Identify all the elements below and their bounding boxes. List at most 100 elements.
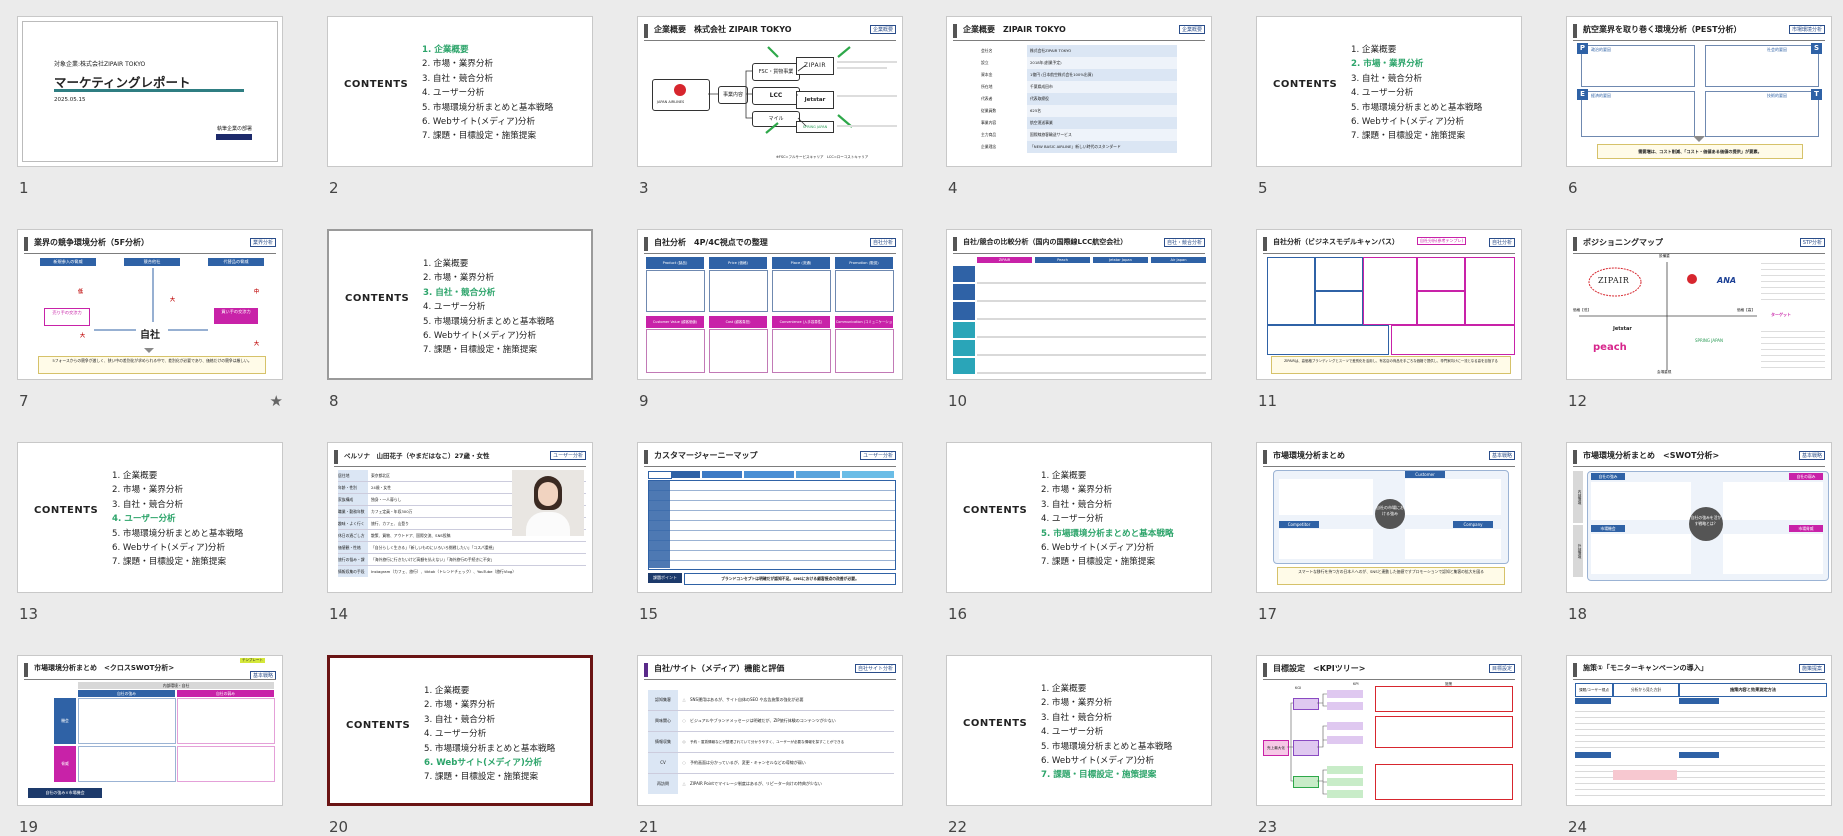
slide-number: 10 xyxy=(948,392,968,410)
slide-8[interactable]: CONTENTS 1. 企業概要 2. 市場・業界分析 3. 自社・競合分析 4… xyxy=(327,229,593,380)
slide-thumbnail-19[interactable]: 市場環境分析まとめ <クロスSWOT分析>基本戦略 テンプレート 内部環境・自社… xyxy=(17,655,283,836)
slide-number: 9 xyxy=(639,392,649,410)
toc-item: 4. ユーザー分析 xyxy=(1041,514,1104,525)
slide-thumbnail-10[interactable]: 自社/競合の比較分析（国内の国際線LCC航空会社）自社・競合分析 ZIPAIR … xyxy=(946,229,1212,410)
slide-header: 市場環境分析まとめ <クロスSWOT分析>基本戦略 xyxy=(24,663,276,680)
toc-item: 1. 企業概要 xyxy=(422,45,469,55)
slide-thumbnail-5[interactable]: CONTENTS 1. 企業概要 2. 市場・業界分析 3. 自社・競合分析 4… xyxy=(1256,16,1522,197)
toc-item: 1. 企業概要 xyxy=(423,259,469,269)
4p-product: Product (製品) xyxy=(646,257,704,269)
slide-thumbnail-6[interactable]: 航空業界を取り巻く環境分析（PEST分析）市場環境分析 P S E T 政治的要… xyxy=(1566,16,1832,197)
contents-heading: CONTENTS xyxy=(963,505,1028,516)
slide-number: 11 xyxy=(1258,392,1278,410)
toc-item: 4. ユーザー分析 xyxy=(424,729,487,740)
slide-thumbnail-24[interactable]: 施策①「モニターキャンペーンの導入」施策提案 課題/ユーザー視点 分析から見た方… xyxy=(1566,655,1832,836)
slide-thumbnail-17[interactable]: 市場環境分析まとめ基本戦略 Customer Competitor Compan… xyxy=(1256,442,1522,623)
toc-item: 2. 市場・業界分析 xyxy=(423,273,495,284)
slide-thumbnail-11[interactable]: 自社分析（ビジネスモデルキャンバス）自社分析 自社分析(参考テンプレ) ZIPA… xyxy=(1256,229,1522,410)
spring-box: SPRING JAPAN xyxy=(796,121,834,133)
slide-thumbnail-22[interactable]: CONTENTS 1. 企業概要 2. 市場・業界分析 3. 自社・競合分析 4… xyxy=(946,655,1212,836)
toc-item: 6. Webサイト(メディア)分析 xyxy=(1351,117,1465,128)
star-icon[interactable]: ★ xyxy=(269,392,283,410)
pest-e-head: 経済的要因 xyxy=(1591,93,1611,98)
slide-13[interactable]: CONTENTS 1. 企業概要 2. 市場・業界分析 3. 自社・競合分析 4… xyxy=(17,442,283,593)
slide-5[interactable]: CONTENTS 1. 企業概要 2. 市場・業界分析 3. 自社・競合分析 4… xyxy=(1256,16,1522,167)
slide-6[interactable]: 航空業界を取り巻く環境分析（PEST分析）市場環境分析 P S E T 政治的要… xyxy=(1566,16,1832,167)
slide-16[interactable]: CONTENTS 1. 企業概要 2. 市場・業界分析 3. 自社・競合分析 4… xyxy=(946,442,1212,593)
slide-thumbnail-18[interactable]: 市場環境分析まとめ <SWOT分析>基本戦略 内部環境 外部環境 自社の強み 自… xyxy=(1566,442,1832,623)
slide-1[interactable]: 対象企業:株式会社ZIPAIR TOKYO マーケティングレポート 2025.0… xyxy=(17,16,283,167)
slide-10[interactable]: 自社/競合の比較分析（国内の国際線LCC航空会社）自社・競合分析 ZIPAIR … xyxy=(946,229,1212,380)
site-eval-table: 認知集客△SNS運用はあるが、サイト自体のSEO や広告施策の強化が必要 興味関… xyxy=(648,690,894,794)
cross-threat: 脅威 xyxy=(54,746,76,782)
slide-number: 7 xyxy=(19,392,29,410)
toc-item: 4. ユーザー分析 xyxy=(1041,727,1104,738)
slide-24[interactable]: 施策①「モニターキャンペーンの導入」施策提案 課題/ユーザー視点 分析から見た方… xyxy=(1566,655,1832,806)
slide-thumbnail-20[interactable]: CONTENTS 1. 企業概要 2. 市場・業界分析 3. 自社・競合分析 4… xyxy=(327,655,593,836)
toc-list: 1. 企業概要 2. 市場・業界分析 3. 自社・競合分析 4. ユーザー分析 … xyxy=(423,257,554,358)
force-buyers: 買い手の交渉力 xyxy=(214,308,258,324)
slide-14[interactable]: ペルソナ 山田花子（やまだはなこ）27歳・女性ユーザー分析 居住地東京都北区 年… xyxy=(327,442,593,593)
slide-thumbnail-15[interactable]: カスタマージャーニーマップユーザー分析 課題ポイント ブランドコンセプトは明確だ… xyxy=(637,442,903,623)
parent-box: 事業内容 xyxy=(718,86,748,104)
toc-item: 3. 自社・競合分析 xyxy=(1041,712,1113,723)
toc-item: 5. 市場環境分析まとめと基本戦略 xyxy=(1351,102,1483,113)
pest-t-box xyxy=(1705,91,1819,137)
toc-item: 7. 課題・目標設定・施策提案 xyxy=(1041,557,1156,568)
swot-inside-label: 内部環境 xyxy=(1573,471,1583,523)
title-company: 対象企業:株式会社ZIPAIR TOKYO xyxy=(54,61,146,68)
toc-item: 3. 自社・競合分析 xyxy=(1351,73,1423,84)
pest-p-box xyxy=(1581,45,1695,87)
slide-7[interactable]: 業界の競争環境分析（5F分析）業界分析 新規参入の脅威 競合他社 代替品の脅威 … xyxy=(17,229,283,380)
pest-t-letter: T xyxy=(1811,89,1822,100)
slide-22[interactable]: CONTENTS 1. 企業概要 2. 市場・業界分析 3. 自社・競合分析 4… xyxy=(946,655,1212,806)
slide-thumbnail-14[interactable]: ペルソナ 山田花子（やまだはなこ）27歳・女性ユーザー分析 居住地東京都北区 年… xyxy=(327,442,593,623)
slide-2[interactable]: CONTENTS 1. 企業概要 2. 市場・業界分析 3. 自社・競合分析 4… xyxy=(327,16,593,167)
slide-header: 市場環境分析まとめ基本戦略 xyxy=(1263,450,1515,467)
slide-thumbnail-13[interactable]: CONTENTS 1. 企業概要 2. 市場・業界分析 3. 自社・競合分析 4… xyxy=(17,442,283,623)
slide-20[interactable]: CONTENTS 1. 企業概要 2. 市場・業界分析 3. 自社・競合分析 4… xyxy=(327,655,593,806)
cross-opportunity: 機会 xyxy=(54,698,76,744)
slide-9[interactable]: 自社分析 4P/4C視点での整理自社分析 Product (製品) Price … xyxy=(637,229,903,380)
slide-21[interactable]: 自社/サイト（メディア）機能と評価自社サイト分析 認知集客△SNS運用はあるが、… xyxy=(637,655,903,806)
slide-thumbnail-2[interactable]: CONTENTS 1. 企業概要 2. 市場・業界分析 3. 自社・競合分析 4… xyxy=(327,16,593,197)
compare-col-peach: Peach xyxy=(1035,257,1090,263)
force-substitutes: 代替品の脅威 xyxy=(208,258,264,266)
slide-thumbnail-23[interactable]: 目標設定 <KPIツリー>目標設定 KGI KPI 施策 売上最大化 23 xyxy=(1256,655,1522,836)
slide-17[interactable]: 市場環境分析まとめ基本戦略 Customer Competitor Compan… xyxy=(1256,442,1522,593)
slide-thumbnail-9[interactable]: 自社分析 4P/4C視点での整理自社分析 Product (製品) Price … xyxy=(637,229,903,410)
slide-header: 航空業界を取り巻く環境分析（PEST分析）市場環境分析 xyxy=(1573,24,1825,41)
slide-thumbnail-1[interactable]: 対象企業:株式会社ZIPAIR TOKYO マーケティングレポート 2025.0… xyxy=(17,16,283,197)
slide-header: 業界の競争環境分析（5F分析）業界分析 xyxy=(24,237,276,254)
4p-place: Place (流通) xyxy=(772,257,830,269)
contents-heading: CONTENTS xyxy=(963,718,1028,729)
slide-header: 自社/サイト（メディア）機能と評価自社サイト分析 xyxy=(644,663,896,680)
slide-header: 自社分析（ビジネスモデルキャンバス）自社分析 xyxy=(1263,237,1515,254)
slide-thumbnail-16[interactable]: CONTENTS 1. 企業概要 2. 市場・業界分析 3. 自社・競合分析 4… xyxy=(946,442,1212,623)
cross-weakness: 自社の弱み xyxy=(177,690,274,697)
slide-18[interactable]: 市場環境分析まとめ <SWOT分析>基本戦略 内部環境 外部環境 自社の強み 自… xyxy=(1566,442,1832,593)
4p-price: Price (価格) xyxy=(709,257,767,269)
slide-11[interactable]: 自社分析（ビジネスモデルキャンバス）自社分析 自社分析(参考テンプレ) ZIPA… xyxy=(1256,229,1522,380)
measure-col-2: 分析から見た方針 xyxy=(1613,683,1679,697)
slide-15[interactable]: カスタマージャーニーマップユーザー分析 課題ポイント ブランドコンセプトは明確だ… xyxy=(637,442,903,593)
slide-23[interactable]: 目標設定 <KPIツリー>目標設定 KGI KPI 施策 売上最大化 xyxy=(1256,655,1522,806)
contents-heading: CONTENTS xyxy=(346,720,411,731)
pest-p-letter: P xyxy=(1577,43,1588,54)
slide-number: 19 xyxy=(19,818,39,836)
toc-list: 1. 企業概要 2. 市場・業界分析 3. 自社・競合分析 4. ユーザー分析 … xyxy=(112,469,243,570)
swot-outside-label: 外部環境 xyxy=(1573,525,1583,577)
slide-thumbnail-8[interactable]: CONTENTS 1. 企業概要 2. 市場・業界分析 3. 自社・競合分析 4… xyxy=(327,229,593,410)
toc-item: 1. 企業概要 xyxy=(1351,45,1397,55)
slide-thumbnail-7[interactable]: 業界の競争環境分析（5F分析）業界分析 新規参入の脅威 競合他社 代替品の脅威 … xyxy=(17,229,283,410)
slide-thumbnail-21[interactable]: 自社/サイト（メディア）機能と評価自社サイト分析 認知集客△SNS運用はあるが、… xyxy=(637,655,903,836)
slide-19[interactable]: 市場環境分析まとめ <クロスSWOT分析>基本戦略 テンプレート 内部環境・自社… xyxy=(17,655,283,806)
toc-item: 7. 課題・目標設定・施策提案 xyxy=(424,772,539,783)
